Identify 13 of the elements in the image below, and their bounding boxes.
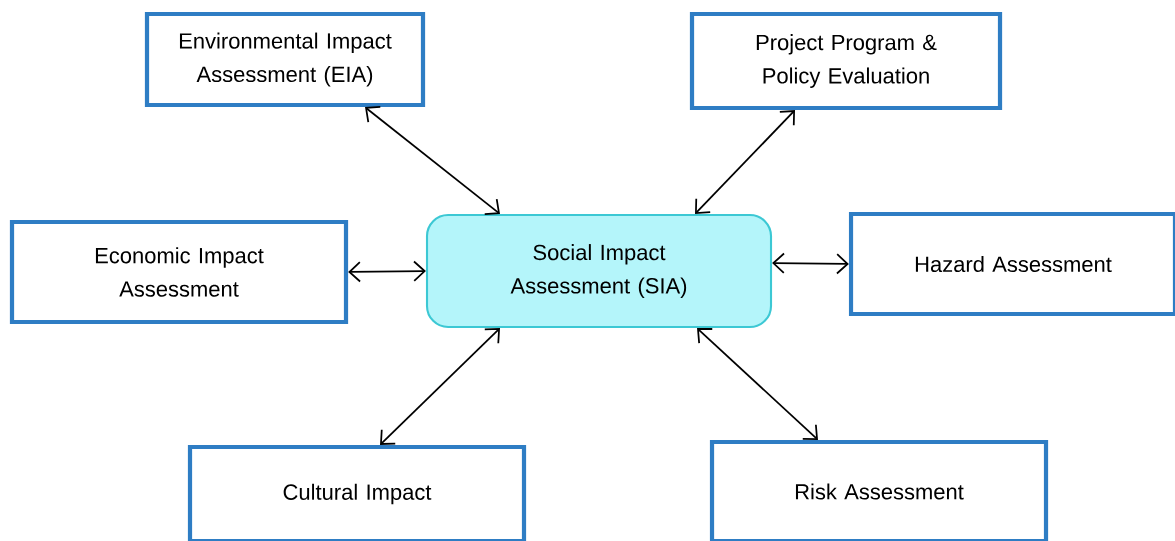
arrow <box>697 328 818 440</box>
process-box: Social Impact Assessment (SIA) <box>425 213 773 329</box>
arrow <box>380 328 500 445</box>
process-box: Economic Impact Assessment <box>9 219 349 325</box>
arrow <box>348 260 426 283</box>
process-box: Risk Assessment <box>709 439 1049 541</box>
process-box: Hazard Assessment <box>848 211 1175 317</box>
process-box: Cultural Impact <box>187 444 527 541</box>
arrow <box>772 252 849 275</box>
process-box: Environmental Impact Assessment (EIA) <box>144 11 426 108</box>
arrow <box>365 106 500 216</box>
process-box: Project Program & Policy Evaluation <box>689 11 1003 111</box>
arrow <box>695 110 795 214</box>
